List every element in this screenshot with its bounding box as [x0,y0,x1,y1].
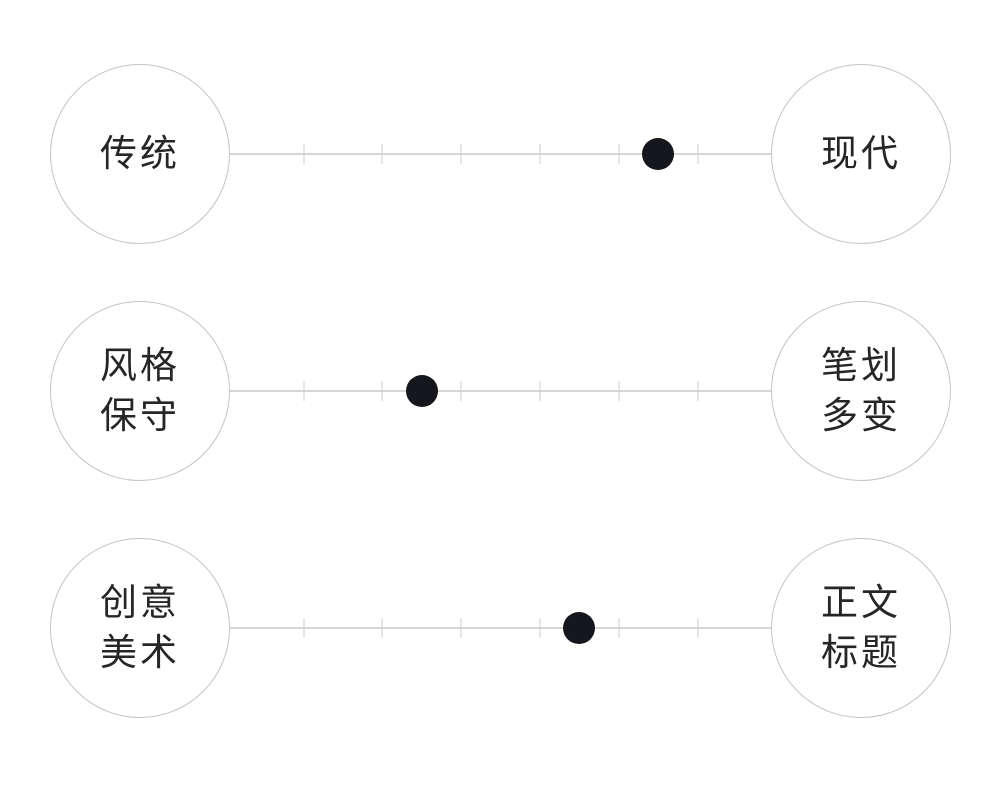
scale-track [230,612,771,644]
scale-right-label-line: 标题 [821,631,901,674]
scale-tick [539,381,541,401]
scale-right-label: 现代 [821,129,901,179]
scale-left-label: 传统 [100,129,180,179]
scale-marker [405,375,438,407]
scale-tick [618,144,620,164]
scale-track [230,375,771,407]
scale-row-display-text: 创意 美术 正文 标题 [0,538,1000,718]
scale-tick [697,381,698,401]
scale-tick [697,618,698,638]
scale-tick [460,618,462,638]
scale-tick [303,381,304,401]
scale-left-label-line: 风格 [100,343,180,387]
scale-right-label: 正文 标题 [821,578,901,679]
scale-left-label-line: 美术 [100,631,180,674]
scale-track [230,138,771,170]
scale-tick [539,144,541,164]
scale-right-label-line: 正文 [821,580,901,624]
scale-tick [303,144,304,164]
scale-tick [539,618,541,638]
scale-tick [460,144,462,164]
scale-right-end: 正文 标题 [771,538,951,718]
scale-right-label: 笔划 多变 [821,341,901,442]
scale-tick [460,381,462,401]
scale-left-label: 风格 保守 [100,341,180,442]
scale-right-label-line: 笔划 [821,343,901,387]
scale-left-end: 创意 美术 [50,538,230,718]
scale-right-label-line: 现代 [821,131,901,175]
scale-tick [303,618,304,638]
scale-tick [697,144,698,164]
scale-tick [381,381,383,401]
scale-marker [563,612,596,644]
scale-tick [618,618,620,638]
scale-row-conservative-variable: 风格 保守 笔划 多变 [0,301,1000,481]
scale-left-label-line: 保守 [100,394,180,437]
scale-marker [642,138,675,170]
scale-tick [381,618,383,638]
scale-left-end: 传统 [50,64,230,244]
scale-right-end: 笔划 多变 [771,301,951,481]
scale-tick [618,381,620,401]
scale-right-end: 现代 [771,64,951,244]
scale-left-label-line: 创意 [100,580,180,624]
scale-row-tradition-modern: 传统 现代 [0,64,1000,244]
scale-right-label-line: 多变 [821,394,901,437]
scale-left-end: 风格 保守 [50,301,230,481]
scale-left-label-line: 传统 [100,131,180,175]
scale-tick [381,144,383,164]
scale-left-label: 创意 美术 [100,578,180,679]
